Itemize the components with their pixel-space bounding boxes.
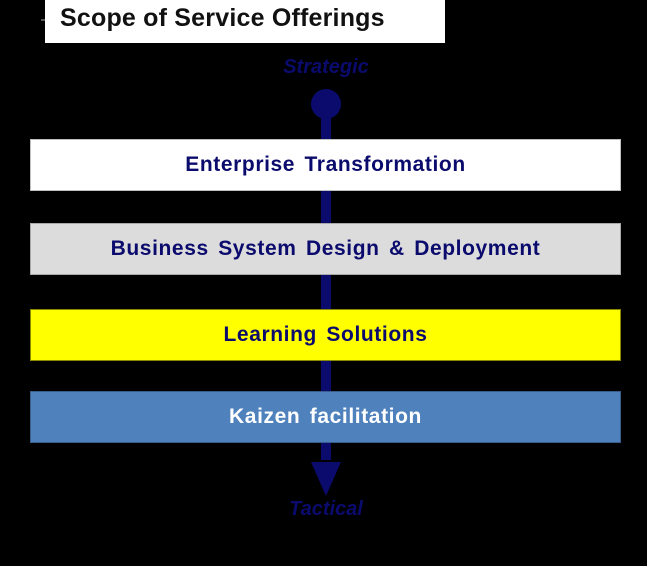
- offering-label: Enterprise Transformation: [185, 153, 466, 176]
- arrow-down-icon: [311, 462, 341, 496]
- title-bullet-dash: [41, 19, 46, 21]
- offering-label: Kaizen facilitation: [229, 405, 422, 428]
- page-title: Scope of Service Offerings: [60, 4, 385, 32]
- tactical-label: Tactical: [289, 498, 363, 520]
- title-box: Scope of Service Offerings: [45, 0, 445, 43]
- offering-business-system-design: Business System Design & Deployment: [30, 223, 621, 275]
- strategic-label: Strategic: [283, 56, 369, 78]
- strategic-tactical-axis-line: [321, 110, 331, 460]
- offering-label: Business System Design & Deployment: [110, 237, 541, 260]
- offering-learning-solutions: Learning Solutions: [30, 309, 621, 361]
- offering-label: Learning Solutions: [223, 323, 428, 346]
- offering-kaizen-facilitation: Kaizen facilitation: [30, 391, 621, 443]
- offering-enterprise-transformation: Enterprise Transformation: [30, 139, 621, 191]
- axis-start-circle-icon: [311, 89, 341, 119]
